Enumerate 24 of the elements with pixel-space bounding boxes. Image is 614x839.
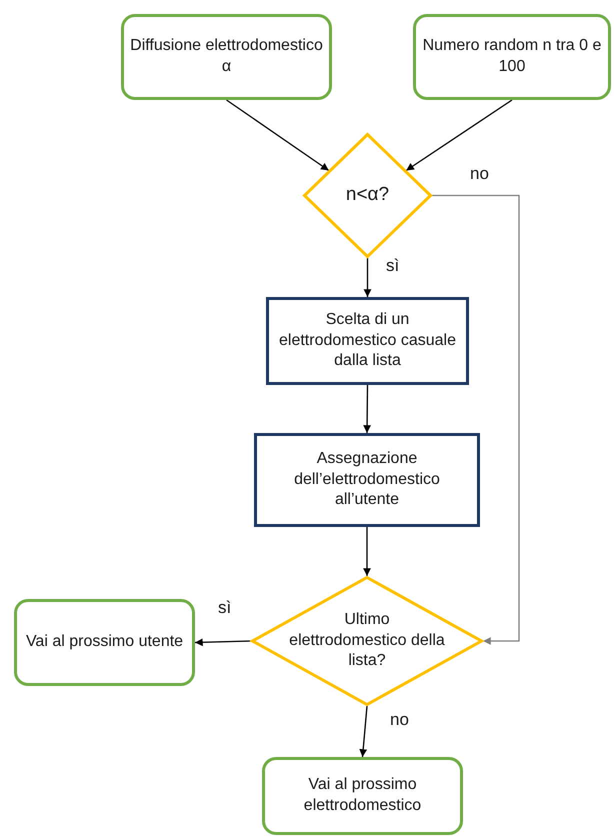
process-box (266, 297, 469, 385)
node-text: Scelta di un elettrodomestico casuale dalla lista (278, 310, 457, 372)
arrow (363, 385, 371, 433)
terminal-box (262, 757, 463, 835)
node-text: Diffusione elettrodomestico α (129, 36, 324, 77)
process-box (254, 433, 480, 527)
node-text: Vai al prossimo utente (26, 632, 184, 652)
arrow (363, 527, 371, 576)
arrow (359, 706, 368, 758)
arrow (194, 638, 252, 646)
arrow (406, 99, 512, 172)
terminal-box (14, 599, 195, 686)
decision-diamond (303, 133, 432, 258)
arrow (432, 194, 520, 645)
terminal-box (121, 14, 332, 100)
node-text: Ultimo elettrodomestico della lista? (288, 610, 446, 672)
arrow (226, 99, 330, 172)
arrow (364, 258, 372, 297)
node-text: n<α? (346, 183, 390, 208)
node-text: Vai al prossimo elettrodomestico (302, 775, 422, 816)
node-text: Numero random n tra 0 e 100 (422, 36, 602, 77)
node-text: Assegnazione dell’elettrodomestico all’utente (293, 448, 441, 510)
terminal-box (413, 14, 611, 100)
decision-diamond (251, 576, 483, 706)
